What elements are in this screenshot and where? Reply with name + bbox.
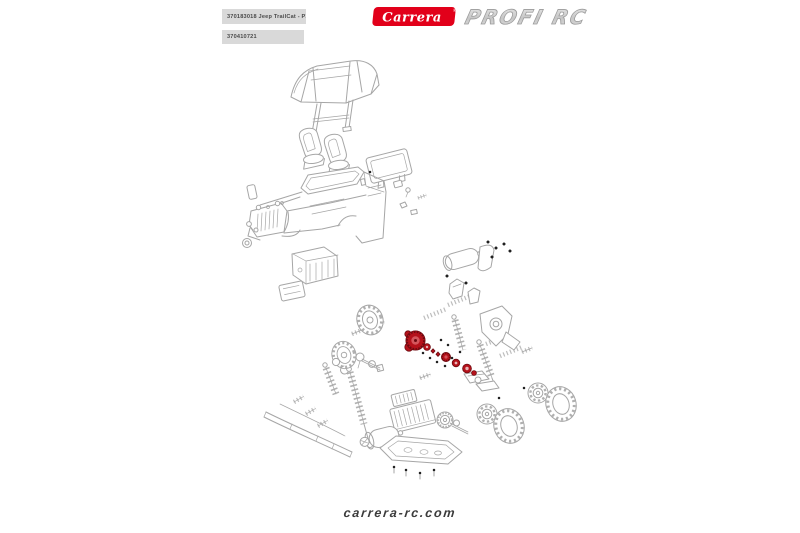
- website-text: carrera-rc.com: [342, 506, 458, 520]
- registered-mark: ®: [453, 7, 457, 13]
- side-rails: [263, 403, 353, 458]
- footer-website: carrera-rc.com: [0, 506, 800, 520]
- carrera-profi-rc-logo: Carrera ® PROFI RC: [372, 5, 590, 29]
- carrera-brand-box: [372, 7, 456, 26]
- rear-shock-tower: [445, 274, 481, 305]
- part-number-label-spare: 370410721: [222, 30, 304, 44]
- steering-knuckles: [331, 352, 385, 375]
- shock-absorbers: [322, 314, 496, 448]
- rear-window-panel: [365, 148, 413, 189]
- spare-part-number-text: 370410721: [227, 34, 257, 40]
- roll-cage: [290, 60, 380, 104]
- chassis-screws: [392, 465, 436, 480]
- receiver-box: [278, 280, 306, 302]
- rear-axle-carrier: [479, 305, 521, 351]
- body-small-parts-right: [393, 179, 429, 216]
- esc-heatsink: [389, 389, 437, 433]
- rear-tires: [474, 376, 583, 449]
- profi-rc-series-text: PROFI RC: [463, 5, 590, 29]
- body-small-parts-left: [242, 184, 259, 248]
- steering-servo: [442, 240, 512, 272]
- carrera-brand-text: Carrera: [382, 11, 442, 26]
- differential-gear-set: [404, 330, 477, 376]
- jeep-body-shell: [247, 166, 387, 244]
- chassis-tub: [379, 435, 463, 480]
- battery-box: [291, 246, 339, 285]
- bucket-seats: [298, 126, 351, 176]
- spur-gear: [436, 411, 469, 435]
- part-number-label-model: 370183018 Jeep TrailCat - PX: [222, 9, 306, 24]
- model-number-text: 370183018 Jeep TrailCat - PX: [227, 13, 306, 20]
